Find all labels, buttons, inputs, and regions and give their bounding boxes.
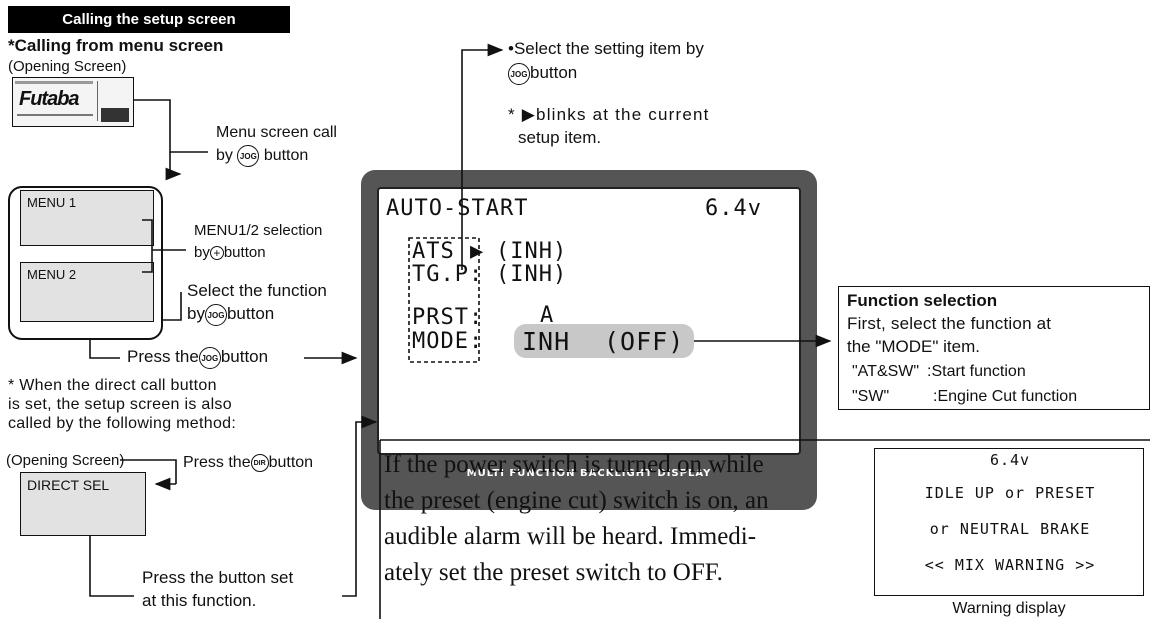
select-function-link	[163, 292, 182, 321]
direct-opening-line	[120, 459, 177, 484]
warning-line1: IDLE UP or PRESET	[924, 484, 1096, 502]
lcd-mode-value: INH	[522, 327, 571, 356]
lcd-tgp-value: (INH)	[496, 262, 568, 287]
press-set-arrow	[342, 415, 378, 597]
jog-button-icon: JOG	[204, 303, 227, 326]
lcd-title: AUTO-START	[386, 196, 529, 221]
lcd-ats-value: (INH)	[496, 239, 568, 264]
section-header: Calling the setup screen	[8, 6, 290, 33]
option-at-sw-value: :Start function	[927, 363, 1026, 380]
menu-2-box[interactable]: MENU 2	[20, 262, 154, 322]
menu-call-connector	[134, 99, 208, 153]
warning-line2: or NEUTRAL BRAKE	[929, 520, 1091, 538]
cursor-triangle-icon: ▶	[521, 105, 537, 124]
direct-sel-box[interactable]: DIRECT SEL	[20, 472, 146, 536]
lcd-mode-label: MODE:	[412, 329, 484, 354]
mode-highlight	[514, 324, 694, 358]
direct-call-note-2: is set, the setup screen is also	[8, 396, 232, 413]
direct-call-note-1: * When the direct call button	[8, 377, 217, 394]
futaba-logo: Futaba	[19, 88, 80, 110]
option-sw-value: :Engine Cut function	[933, 388, 1078, 405]
function-selection-line2: the "MODE" item.	[847, 337, 980, 356]
lcd-prst-label: PRST:	[412, 305, 484, 330]
select-item-arrow	[461, 43, 504, 270]
plus-button-icon: +	[209, 246, 224, 261]
jog-button-icon: JOG	[237, 145, 260, 167]
opening-screen-label: (Opening Screen)	[8, 58, 127, 75]
warning-display-box: 6.4v IDLE UP or PRESET or NEUTRAL BRAKE …	[874, 448, 1144, 596]
opening-screen-thumbnail: Futaba	[12, 77, 134, 127]
menu-1-box[interactable]: MENU 1	[20, 190, 154, 246]
warning-paragraph: If the power switch is turned on while t…	[384, 451, 769, 586]
dir-button-icon: DIR	[250, 453, 269, 472]
press-set-text-1: Press the button set	[142, 568, 294, 587]
select-item-text: •Select the setting item by	[508, 39, 704, 58]
menu-selection-by: by+button	[194, 244, 266, 261]
menu-screen-frame	[8, 186, 163, 340]
press-set-line	[89, 536, 134, 597]
press-set-text-2: at this function.	[142, 591, 257, 610]
menu-screen-call-text: Menu screen call	[216, 124, 337, 141]
menu-selection-bracket	[142, 219, 153, 273]
press-jog-line	[89, 340, 120, 359]
lcd-prst-value: A	[540, 303, 555, 328]
option-at-sw-key: "AT&SW"	[852, 363, 920, 380]
menu-screen-call-by: by JOG button	[216, 145, 308, 167]
label-dashed-box	[408, 237, 480, 363]
warning-line3: << MIX WARNING >>	[924, 556, 1096, 574]
option-sw-key: "SW"	[852, 388, 890, 405]
function-selection-title: Function selection	[847, 291, 998, 310]
function-selection-box	[838, 286, 1150, 410]
lcd-screen	[377, 187, 801, 455]
menu-call-arrow	[165, 152, 182, 181]
lcd-voltage: 6.4v	[705, 196, 762, 221]
jog-button-icon: JOG	[198, 346, 221, 369]
select-function-text: Select the function	[187, 281, 327, 300]
blink-note-2: setup item.	[518, 128, 602, 147]
device-label: MULTI FUNCTION BACKLIGHT DISPLAY	[466, 468, 712, 479]
blink-note: * ▶blinks at the current	[508, 105, 710, 124]
jog-button-icon: JOG	[508, 62, 530, 85]
menu-call-title: *Calling from menu screen	[8, 36, 224, 55]
menu-selection-text: MENU1/2 selection	[194, 222, 323, 239]
lcd-ats-label: ATS	[412, 239, 455, 264]
lcd-mode-state: (OFF)	[604, 327, 685, 356]
lcd-cursor-icon: ▶	[470, 239, 485, 264]
warning-voltage: 6.4v	[989, 451, 1031, 469]
lcd-tgp-label: TG.P:	[412, 262, 484, 287]
function-selection-line1: First, select the function at	[847, 314, 1052, 333]
warning-display-caption: Warning display	[952, 600, 1066, 617]
direct-call-note-3: called by the following method:	[8, 415, 237, 432]
direct-opening-screen-label: (Opening Screen)	[6, 452, 125, 469]
